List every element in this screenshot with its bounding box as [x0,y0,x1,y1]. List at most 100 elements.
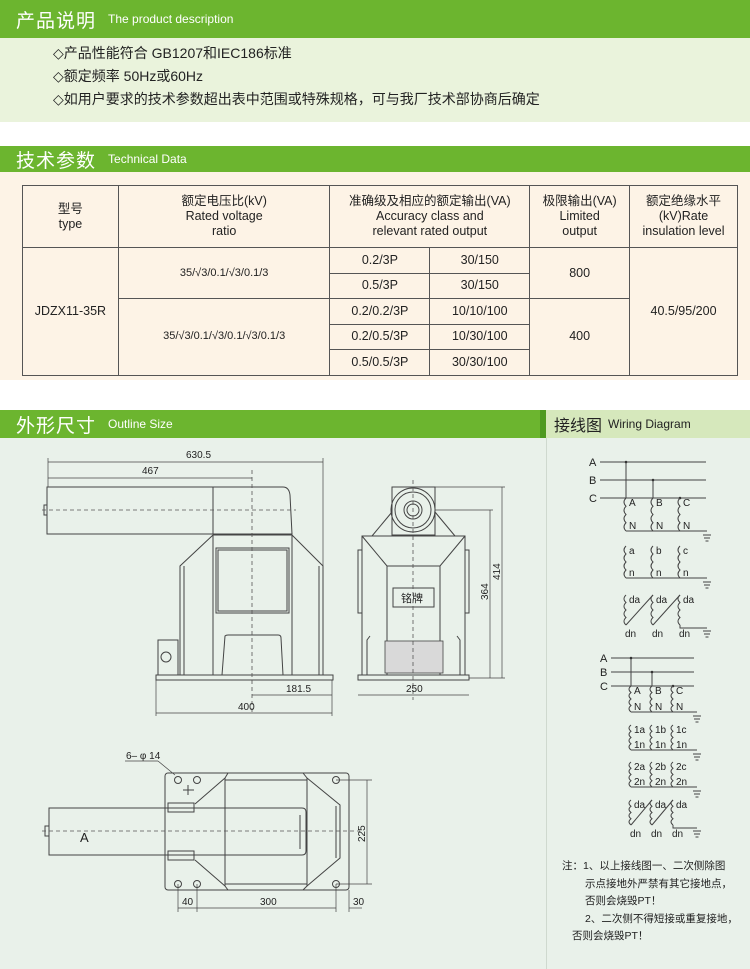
delta-link [652,594,681,626]
winding-label: N [676,702,683,713]
output-cell: 30/150 [429,272,531,299]
winding-label: 2c [676,762,687,773]
dim-225: 225 [357,825,368,842]
winding-label: 2b [655,762,667,773]
winding-label: C [676,686,683,697]
winding-label: dn [652,629,663,640]
winding-label: C [683,498,690,509]
output-cell: 10/30/100 [429,323,531,350]
outline-section [0,438,750,969]
winding-label: 2a [634,762,646,773]
coil [623,497,627,532]
wiring-header: 接线图 Wiring Diagram [540,410,750,438]
junction [651,478,655,482]
coil [628,724,632,751]
winding-label: 1n [634,740,645,751]
winding-label: N [683,521,690,532]
output-cell: 10/10/100 [429,298,531,325]
coil [623,594,627,626]
ground-icon [703,630,711,638]
output-cell: 30/30/100 [429,349,531,376]
technical-header: 技术参数 Technical Data [0,146,750,172]
winding-label: dn [625,629,636,640]
bus-label: A [589,457,597,469]
winding-label: N [629,521,636,532]
winding-label: b [656,546,662,557]
description-title-cn: 产品说明 [16,10,97,32]
coil [628,685,632,713]
coil [628,799,632,826]
phase-a-label: A [80,830,89,845]
table-row: 0.2/0.5/3P 10/30/100 [23,323,738,350]
winding-label: A [634,686,641,697]
coil [650,497,654,532]
technical-title-en: Technical Data [108,152,187,166]
winding-label: 1n [676,740,687,751]
ground-icon [703,581,711,589]
star-icon [183,785,194,795]
winding-label: 1b [655,725,667,736]
coil [650,594,654,626]
wiring-notes: 注：1、以上接线图一、二次侧除图 示点接地外严禁有其它接地点， 否则会烧毁PT！… [562,858,738,946]
outline-title-en: Outline Size [108,417,173,431]
wiring-title-cn: 接线图 [554,418,603,435]
winding-label: B [656,498,663,509]
section-divider [546,438,547,969]
winding-label: 2n [634,777,645,788]
winding-label: da [683,595,695,606]
dim-400: 400 [238,702,255,713]
coil [649,799,653,826]
note-line: 注：1、以上接线图一、二次侧除图 [562,860,726,872]
terminal-icon [160,651,172,663]
nameplate-label: 铭牌 [401,591,423,605]
delta-link [625,594,654,626]
note-line: 否则会烧毁PT！ [572,930,649,942]
winding-label: A [629,498,636,509]
winding-label: dn [679,629,690,640]
dim-364: 364 [480,583,491,600]
coil [670,761,674,788]
bus-label: A [600,653,608,665]
coil [677,545,681,579]
winding-label: 1n [655,740,666,751]
outline-header: 外形尺寸 Outline Size [0,410,540,438]
top-view: 6– φ 14 A 225 40 300 30 [42,751,372,912]
bus-label: C [600,681,608,693]
side-view: 铭牌 250 364 414 [357,480,505,700]
class-cell: 0.5/0.5/3P [329,349,431,376]
winding-label: n [656,568,662,579]
junction [650,670,654,674]
wiring-title-en: Wiring Diagram [608,417,691,431]
winding-label: da [656,595,668,606]
coil [670,685,674,713]
top-bushing [48,807,307,856]
ground-icon [693,830,701,838]
description-header: 产品说明 The product description [0,0,750,38]
ground-wire [672,825,697,829]
table-row: 0.5/3P 30/150 [23,272,738,299]
winding-label: B [655,686,662,697]
ratio-cell: 35/√3/0.1/√3/0.1/3 [117,247,331,299]
technical-title-cn: 技术参数 [16,150,97,172]
coil [649,685,653,713]
winding-label: 2n [676,777,687,788]
class-cell: 0.2/0.5/3P [329,323,431,350]
delta-link [651,799,674,826]
ground-icon [693,715,701,723]
winding-label: da [629,595,641,606]
dim-181-5: 181.5 [286,684,311,695]
bus-label: C [589,493,597,505]
winding-label: n [683,568,689,579]
coil [650,545,654,579]
limited-cell: 800 [529,247,631,299]
ground-icon [693,753,701,761]
description-title-en: The product description [108,12,234,26]
winding-label: dn [630,829,641,840]
bus-label: B [600,667,607,679]
mounting-holes [174,776,340,888]
